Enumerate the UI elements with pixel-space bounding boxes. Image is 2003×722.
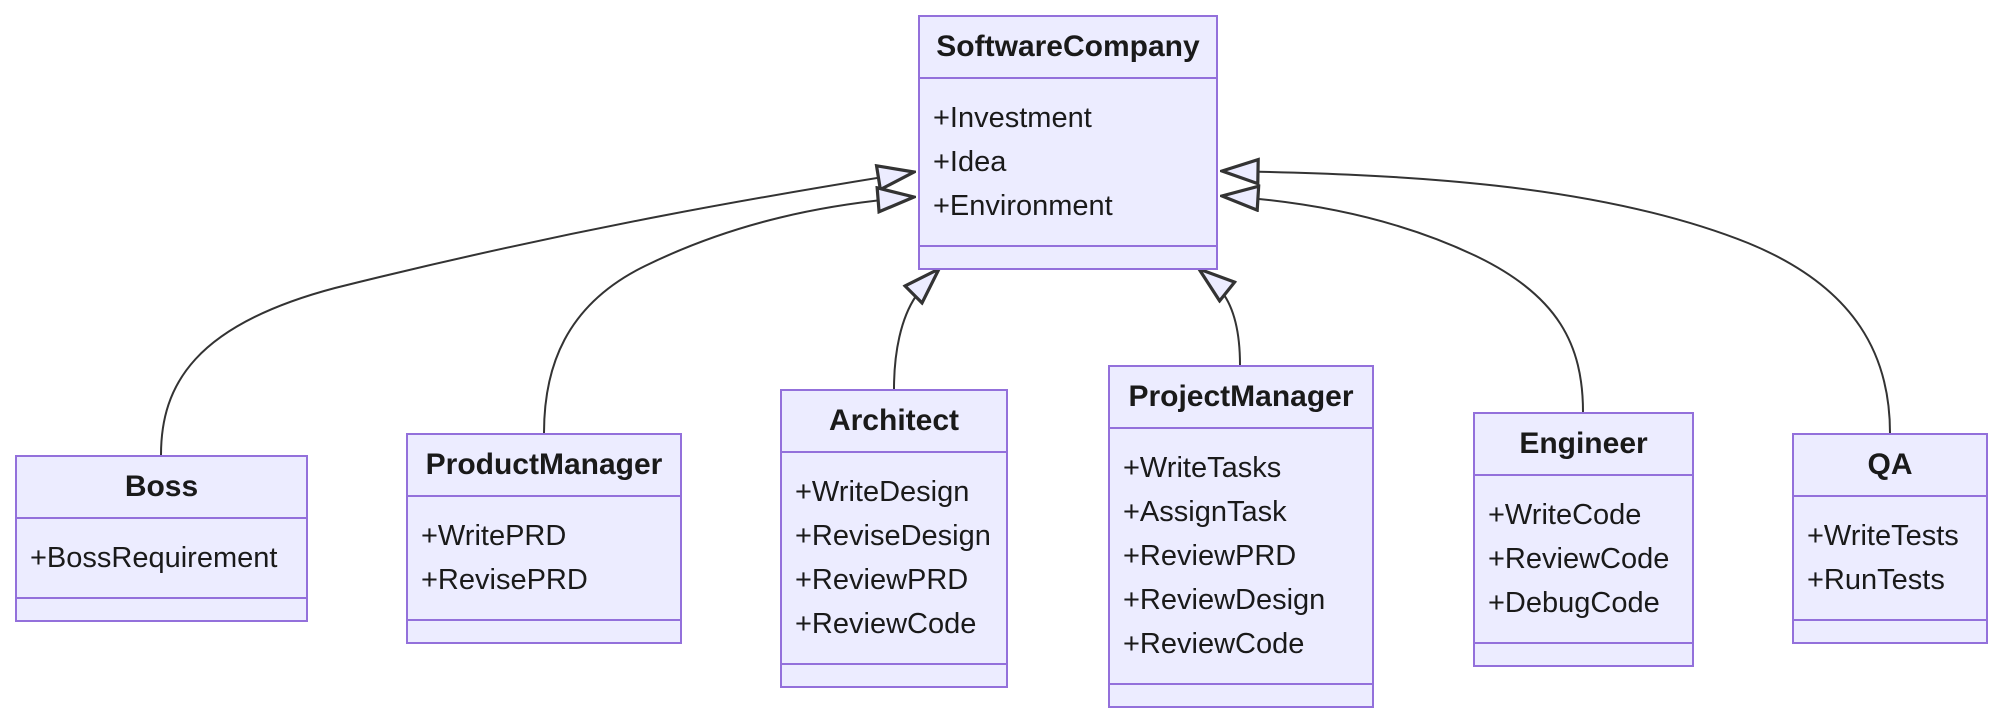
class-attribute: +ReviseDesign [795, 520, 991, 552]
edge-projectmanager-to-softwarecompany [1199, 269, 1241, 366]
class-title: ProductManager [408, 435, 680, 497]
class-title: Engineer [1475, 414, 1692, 476]
class-attribute: +WriteCode [1488, 499, 1642, 531]
class-title: SoftwareCompany [920, 17, 1216, 79]
class-attribute: +AssignTask [1123, 496, 1287, 528]
class-attribute: +WriteTests [1807, 520, 1959, 552]
class-box-productmanager: ProductManager +WritePRD +RevisePRD [406, 433, 682, 644]
class-attribute: +WriteTasks [1123, 452, 1282, 484]
class-attributes: +WriteCode +ReviewCode +DebugCode [1475, 476, 1692, 644]
class-attribute: +ReviewCode [795, 608, 977, 640]
class-attribute: +ReviewCode [1488, 543, 1670, 575]
class-title: QA [1794, 435, 1986, 497]
class-methods-empty [1475, 644, 1692, 665]
class-attribute: +Investment [933, 102, 1092, 134]
class-attribute: +ReviewDesign [1123, 584, 1326, 616]
class-attributes: +Investment +Idea +Environment [920, 79, 1216, 247]
class-methods-empty [782, 665, 1006, 686]
class-methods-empty [920, 247, 1216, 268]
edge-productmanager-to-softwarecompany [543, 197, 914, 434]
class-attribute: +ReviewPRD [795, 564, 969, 596]
class-methods-empty [17, 599, 306, 620]
class-attribute: +ReviewCode [1123, 628, 1305, 660]
class-box-engineer: Engineer +WriteCode +ReviewCode +DebugCode [1473, 412, 1694, 667]
class-title: ProjectManager [1110, 367, 1372, 429]
class-attribute: +Environment [933, 190, 1113, 222]
class-methods-empty [1110, 685, 1372, 706]
edge-boss-to-softwarecompany [160, 172, 914, 456]
class-attributes: +BossRequirement [17, 519, 306, 599]
class-attribute: +WriteDesign [795, 476, 970, 508]
class-attribute: +DebugCode [1488, 587, 1660, 619]
class-title: Boss [17, 457, 306, 519]
edge-engineer-to-softwarecompany [1222, 196, 1584, 413]
class-attribute: +WritePRD [421, 520, 567, 552]
class-attribute: +ReviewPRD [1123, 540, 1297, 572]
class-attributes: +WriteTasks +AssignTask +ReviewPRD +ReviewD… [1110, 429, 1372, 685]
class-methods-empty [1794, 621, 1986, 642]
class-box-boss: Boss +BossRequirement [15, 455, 308, 622]
edge-architect-to-softwarecompany [893, 269, 939, 390]
edge-qa-to-softwarecompany [1222, 171, 1891, 434]
class-attributes: +WriteDesign +ReviseDesign +ReviewPRD +Revi… [782, 453, 1006, 665]
class-methods-empty [408, 621, 680, 642]
class-box-architect: Architect +WriteDesign +ReviseDesign +Revi… [780, 389, 1008, 688]
class-attribute: +RevisePRD [421, 564, 588, 596]
class-attributes: +WritePRD +RevisePRD [408, 497, 680, 621]
class-attributes: +WriteTests +RunTests [1794, 497, 1986, 621]
class-attribute: +Idea [933, 146, 1007, 178]
class-box-qa: QA +WriteTests +RunTests [1792, 433, 1988, 644]
class-box-softwarecompany: SoftwareCompany +Investment +Idea +Environ… [918, 15, 1218, 270]
class-attribute: +BossRequirement [30, 542, 278, 574]
class-title: Architect [782, 391, 1006, 453]
class-attribute: +RunTests [1807, 564, 1945, 596]
class-box-projectmanager: ProjectManager +WriteTasks +AssignTask +Re… [1108, 365, 1374, 708]
